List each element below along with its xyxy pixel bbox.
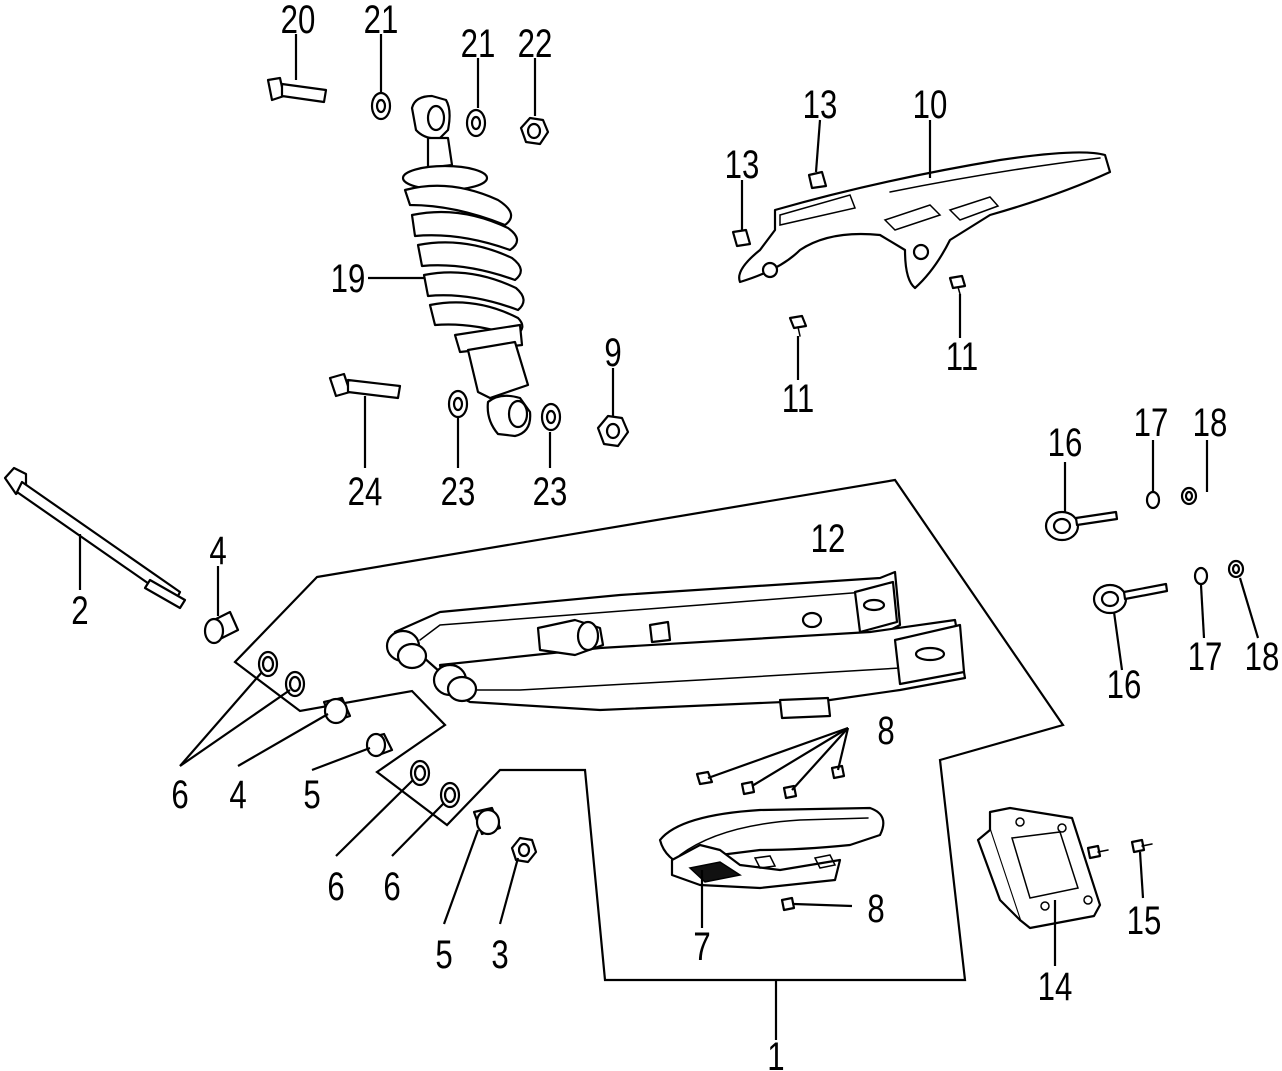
callout-21-left: 21 [364,0,399,42]
callout-24: 24 [348,469,383,514]
swingarm-collar-middle [365,732,394,758]
pivot-axle-nut [510,836,538,864]
callout-13-left: 13 [725,142,760,187]
chain-adjuster-lower [1092,582,1169,615]
swingarm-bush-middle [322,696,352,725]
chain-slider-screw-1 [695,770,714,786]
callout-1: 1 [767,1034,784,1071]
chain-slider-screw-2 [740,780,756,796]
seal-washer-top-2 [284,670,306,698]
swingarm-pivot-axle [3,466,187,610]
seal-washer-top-1 [257,650,279,678]
chain-guard-clip-right [807,170,828,190]
rear-shock-absorber [401,94,532,438]
seal-washer-bottom-2 [439,781,461,809]
callout-18-bottom: 18 [1245,634,1280,679]
callout-20: 20 [281,0,316,42]
shock-upper-nut [519,116,550,146]
callout-8-bottom: 8 [867,886,884,931]
chain-guard [738,151,1112,290]
callout-labels: 20 21 21 22 19 24 23 23 9 10 13 13 11 11… [71,0,1279,1071]
callout-5-top: 5 [303,772,320,817]
swingarm-bush-top [203,610,240,645]
shock-lower-washer-right [540,402,562,432]
callout-6-middle: 6 [327,864,344,909]
callout-4-bottom: 4 [229,772,246,817]
shock-lower-bolt [328,372,402,400]
adjuster-nut-upper [1180,486,1198,506]
callout-16-top: 16 [1048,420,1083,465]
callout-13-right: 13 [803,82,838,127]
callout-5-bottom: 5 [435,932,452,977]
swingarm [385,570,967,720]
shock-upper-bolt [266,76,328,104]
callout-6-left: 6 [171,772,188,817]
callout-17-top: 17 [1134,400,1169,445]
callout-4-top: 4 [209,528,226,573]
swingarm-assembly-outline [233,478,1065,982]
adjuster-nut-lower [1227,559,1245,579]
callout-11-left: 11 [782,376,814,421]
callout-22: 22 [518,21,553,66]
callout-6-right: 6 [383,864,400,909]
shock-upper-washer-left [370,91,392,121]
swingarm-collar-bottom [472,806,502,836]
chain-guard-screw-left [788,314,808,337]
chain-guide-screw-2 [1130,838,1153,854]
chain-guard-clip-left [731,228,752,248]
chain-adjuster-upper [1044,510,1119,542]
adjuster-washer-upper [1145,490,1161,510]
chain-slider-screw-lower [780,896,796,912]
callout-18-top: 18 [1193,400,1228,445]
seal-washer-bottom-1 [409,759,431,787]
callout-3: 3 [491,932,508,977]
callout-8-top: 8 [877,708,894,753]
shock-upper-washer-right [465,108,487,138]
callout-14: 14 [1038,964,1073,1009]
chain-guard-screw-right [948,274,967,295]
callout-21-right: 21 [461,21,496,66]
chain-slider [658,806,885,890]
callout-15: 15 [1127,898,1162,943]
adjuster-washer-lower [1193,566,1209,586]
callout-2: 2 [71,588,88,633]
callout-19: 19 [331,256,366,301]
callout-16-bottom: 16 [1107,662,1142,707]
callout-12: 12 [811,516,846,561]
callout-7: 7 [693,924,710,969]
shock-lower-nut [596,414,630,448]
leader-lines [78,34,1260,1040]
callout-9: 9 [604,330,621,375]
callout-17-bottom: 17 [1188,634,1223,679]
shock-lower-washer-left [447,389,469,419]
callout-10: 10 [913,82,948,127]
chain-guide-plate [976,806,1102,930]
callout-11-right: 11 [946,334,978,379]
chain-guide-screw-1 [1086,844,1109,860]
callout-23-left: 23 [441,469,476,514]
callout-23-right: 23 [533,469,568,514]
